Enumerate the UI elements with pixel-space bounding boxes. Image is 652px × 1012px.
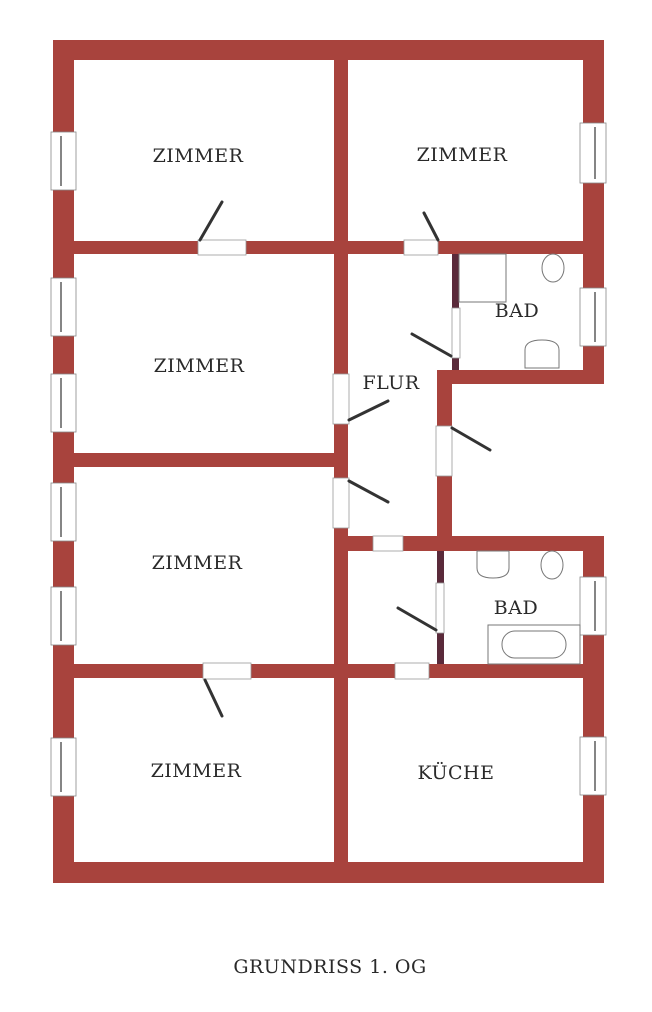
sink-icon [524,339,560,369]
door-opening [197,239,247,256]
plan-title: GRUNDRISS 1. OG [233,956,426,978]
window [579,122,607,184]
wall-h4 [53,664,604,678]
door-leaf [347,399,390,422]
door-opening [394,662,430,680]
room-label-zimmer-4: ZIMMER [152,552,243,574]
room-labels: ZIMMER ZIMMER ZIMMER ZIMMER ZIMMER FLUR … [151,144,539,784]
window [579,576,607,636]
door-leaf [396,606,438,632]
door-opening [332,373,350,425]
sink-icon [476,550,510,579]
door-leaf [422,211,440,242]
windows [50,122,607,797]
wall-notch-top [437,370,604,384]
room-label-flur: FLUR [362,372,419,394]
door-opening [202,662,252,680]
window [50,482,77,542]
door-opening [403,239,439,256]
toilet-icon [540,550,564,580]
bad2-fixtures [476,550,581,665]
room-label-zimmer-5: ZIMMER [151,760,242,782]
window [50,586,77,646]
wall-h2 [53,453,348,467]
room-label-zimmer-2: ZIMMER [417,144,508,166]
window [50,277,77,337]
bathtub-basin [501,630,567,659]
doors [197,239,461,680]
door-leaf [347,479,390,504]
door-leaf [203,678,224,718]
window [50,131,77,191]
room-label-zimmer-3: ZIMMER [154,355,245,377]
window [579,287,607,347]
door-leaf [450,426,492,452]
room-label-bad-2: BAD [494,597,538,619]
door-leaf [198,200,224,242]
walls [53,40,604,883]
room-label-bad-1: BAD [495,300,539,322]
door-opening [372,535,404,552]
door-opening [451,307,461,359]
wall-h1 [53,241,604,254]
window [50,373,77,433]
door-opening [435,425,453,477]
door-opening [435,582,445,634]
door-leaves [198,200,492,718]
window [50,737,77,797]
room-label-kueche: KÜCHE [417,761,494,784]
door-opening [332,477,350,529]
door-leaf [410,332,453,358]
room-label-zimmer-1: ZIMMER [153,145,244,167]
shower-tray [458,253,507,303]
toilet-icon [541,253,565,283]
window [579,736,607,796]
wall-bottom [53,862,604,883]
wall-top [53,40,604,60]
bad1-fixtures [458,253,565,369]
